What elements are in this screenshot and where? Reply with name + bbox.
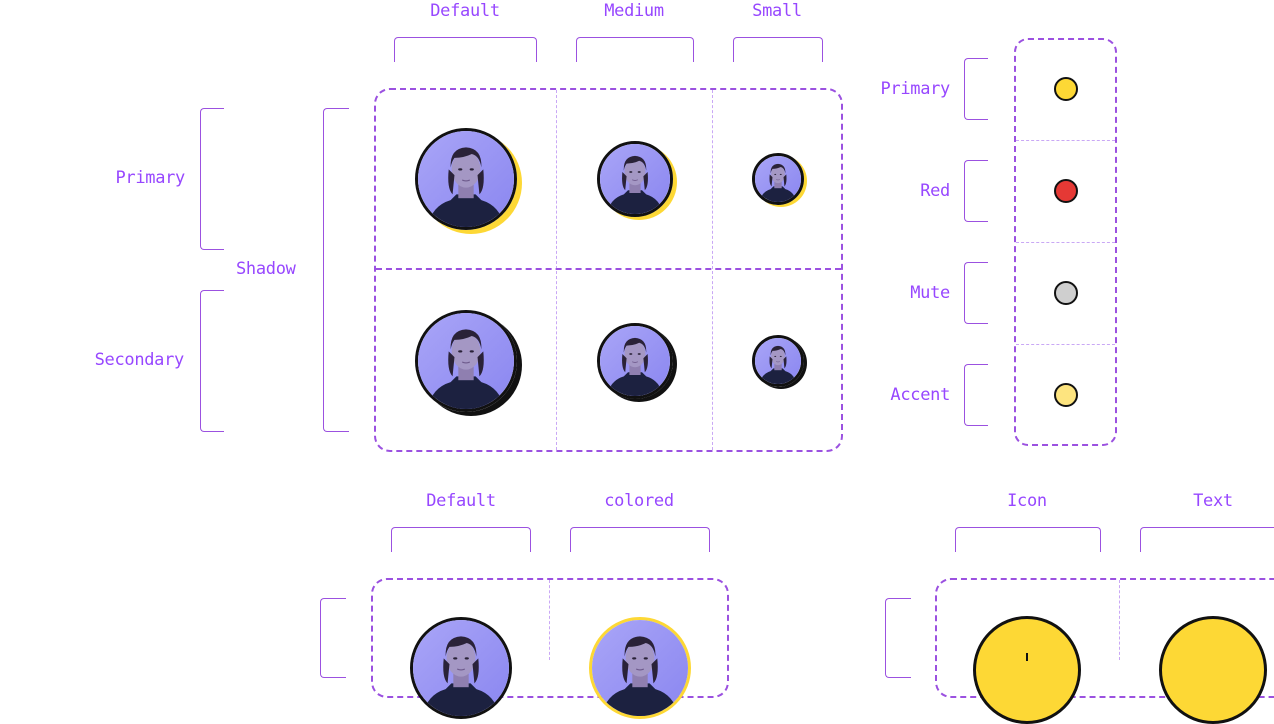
avatar-placeholder-icon[interactable]: [973, 616, 1081, 724]
column-bracket-text: [1140, 527, 1274, 552]
avatar-border-default[interactable]: [410, 617, 512, 719]
person-avatar-icon: [600, 326, 670, 396]
avatar-primary-default[interactable]: [415, 128, 517, 230]
dot-divider: [1016, 140, 1115, 141]
row-bracket-border: [320, 598, 346, 678]
user-icon: [1026, 653, 1028, 661]
dot-bracket-primary: [964, 58, 988, 120]
column-bracket-default: [394, 37, 537, 62]
column-label-text: Text: [1193, 491, 1233, 511]
avatar-primary-medium[interactable]: [597, 141, 673, 217]
group-label-shadow: Shadow: [236, 259, 296, 279]
avatar-secondary-small[interactable]: [752, 335, 804, 387]
column-bracket-medium: [576, 37, 694, 62]
person-avatar-icon: [600, 144, 670, 214]
column-label-medium: Medium: [604, 1, 664, 21]
row-bracket-placeholder: [885, 598, 911, 678]
dot-bracket-red: [964, 160, 988, 222]
person-avatar-icon: [755, 156, 801, 202]
column-divider: [712, 90, 713, 450]
avatar-border-colored[interactable]: [589, 617, 691, 719]
column-divider: [549, 580, 550, 660]
dot-label-mute: Mute: [910, 283, 950, 303]
column-bracket-icon: [955, 527, 1101, 552]
column-bracket-colored: [570, 527, 710, 552]
column-bracket-default-border: [391, 527, 531, 552]
dot-variants-frame: [1014, 38, 1117, 446]
avatar-primary-small[interactable]: [752, 153, 804, 205]
person-avatar-icon: [592, 620, 688, 716]
column-divider: [556, 90, 557, 450]
status-dot-red-icon: [1054, 179, 1078, 203]
status-dot-accent-icon: [1054, 383, 1078, 407]
avatar-placeholder-text[interactable]: [1159, 616, 1267, 724]
person-avatar-icon: [413, 620, 509, 716]
row-divider: [376, 268, 841, 270]
avatar-secondary-medium[interactable]: [597, 323, 673, 399]
status-dot-primary-icon: [1054, 77, 1078, 101]
status-dot-mute-icon: [1054, 281, 1078, 305]
dot-bracket-accent: [964, 364, 988, 426]
person-avatar-icon: [755, 338, 801, 384]
column-label-default-border: Default: [426, 491, 496, 511]
group-bracket-shadow: [323, 108, 349, 432]
dot-divider: [1016, 344, 1115, 345]
dot-label-primary: Primary: [880, 79, 950, 99]
column-label-icon: Icon: [1007, 491, 1047, 511]
dot-bracket-mute: [964, 262, 988, 324]
row-label-primary: Primary: [115, 168, 185, 188]
column-label-default: Default: [430, 1, 500, 21]
avatar-secondary-default[interactable]: [415, 310, 517, 412]
row-label-secondary: Secondary: [94, 350, 185, 370]
row-bracket-secondary: [200, 290, 224, 432]
column-label-small: Small: [752, 1, 802, 21]
column-bracket-small: [733, 37, 823, 62]
column-label-colored: colored: [604, 491, 674, 511]
dot-label-red: Red: [920, 181, 950, 201]
dot-label-accent: Accent: [890, 385, 950, 405]
dot-divider: [1016, 242, 1115, 243]
column-divider: [1119, 580, 1120, 660]
avatar-matrix-frame: [374, 88, 843, 452]
row-bracket-primary: [200, 108, 224, 250]
person-avatar-icon: [418, 313, 514, 409]
person-avatar-icon: [418, 131, 514, 227]
